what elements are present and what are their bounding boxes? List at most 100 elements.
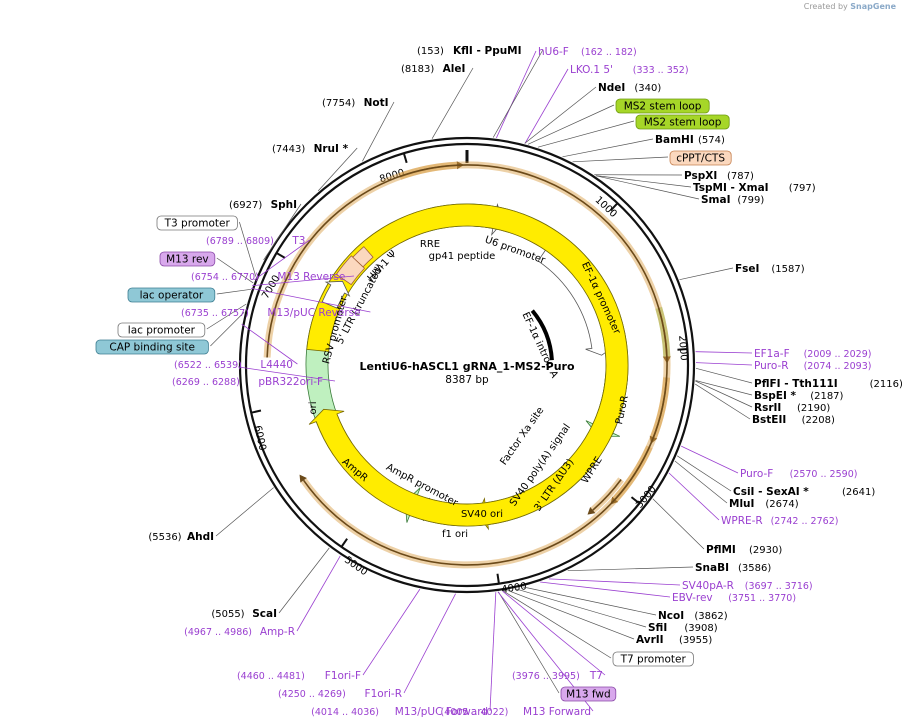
leader-line (296, 555, 341, 632)
feature-label-ori: ori (308, 401, 319, 414)
ef1a-intron-arc (530, 309, 554, 361)
ndei-position: (340) (634, 83, 661, 94)
m13revbox-badge (159, 251, 216, 267)
leader-line (524, 68, 569, 144)
site-f1orir: F1ori-R (4250 .. 4269) (278, 688, 402, 700)
puror-position: (2074 .. 2093) (804, 361, 872, 372)
hu6f-name: hU6-F (538, 46, 569, 58)
site-sfii: SfiI(3908) (648, 622, 718, 634)
alei-name: AleI (443, 63, 466, 75)
rsv-promoter-arrow (321, 280, 351, 309)
smai-name: SmaI (701, 194, 731, 206)
ampr-position: (4967 .. 4986) (184, 627, 252, 638)
leader-line (254, 239, 310, 281)
ahdi-name: AhdI (187, 531, 214, 543)
tick-label: 6000 (251, 424, 267, 451)
site-ms2b: MS2 stem loop (635, 114, 730, 130)
orf-arc-left-arrowhead (299, 474, 307, 483)
scai-name: ScaI (252, 608, 277, 620)
sphi-name: SphI (271, 199, 297, 211)
leader-line (679, 267, 734, 281)
m13rev-position: (6754 .. 6770) (191, 272, 259, 283)
leader-line (562, 138, 654, 158)
leader-line (515, 588, 647, 628)
feature-label-rre: RRE (420, 239, 440, 250)
t7prom-label: T7 promoter (620, 654, 687, 666)
snapgene-credit: Created by SnapGene (804, 2, 896, 11)
scai-position: (5055) (211, 609, 244, 620)
site-pbr: pBR322ori-F(6269 .. 6288) (172, 376, 323, 388)
bamhi-name: BamHI (655, 134, 694, 146)
snabi-position: (3586) (738, 563, 771, 574)
site-alei: AleI(8183) (401, 63, 465, 75)
hiv-psi-box (352, 246, 374, 268)
site-smai: SmaI (799) (701, 194, 764, 206)
site-noti: NotI(7754) (322, 97, 389, 109)
kfli-name: KflI - PpuMI (453, 45, 522, 57)
nrui-name: NruI * (314, 143, 349, 155)
leader-line (263, 203, 302, 261)
credit-prefix: Created by (803, 2, 848, 11)
m13fw2-position: (4005 .. 4022) (441, 707, 509, 718)
ms2b-badge (635, 114, 730, 130)
site-ef1af: EF1a-F(2009 .. 2029) (754, 348, 871, 360)
leader-line (595, 175, 700, 200)
site-t3prom: T3 promoter (156, 215, 238, 231)
label-leader-lines (206, 49, 753, 712)
tick-mark-4000 (496, 573, 500, 584)
cap-label: CAP binding site (109, 342, 195, 354)
ebvrev-position: (3751 .. 3770) (728, 593, 796, 604)
site-labels: hU6-F(162 .. 182)LKO.1 5'(333 .. 352)Nde… (95, 45, 902, 718)
f1orir-name: F1ori-R (365, 688, 402, 700)
site-pflfi: PflFI - Tth111I (2116) (754, 378, 902, 390)
m13rev-name: M13 Reverse (277, 271, 345, 283)
ori-arrow (306, 203, 629, 527)
site-csii: CsiI - SexAI *(2641) (733, 486, 875, 498)
m13puc-position: (4014 .. 4036) (311, 707, 379, 718)
sfii-position: (3908) (684, 623, 717, 634)
bsteii-name: BstEII (752, 414, 786, 426)
leader-line (362, 588, 421, 676)
f1orif-name: F1ori-F (325, 670, 361, 682)
pspxi-name: PspXI (684, 170, 717, 182)
sv40par-name: SV40pA-R (682, 580, 734, 592)
f1orir-position: (4250 .. 4269) (278, 689, 346, 700)
noti-name: NotI (364, 97, 389, 109)
leader-line (216, 257, 254, 284)
tick-label: 5000 (342, 555, 369, 579)
leader-line (206, 303, 247, 330)
lko-name: LKO.1 5' (570, 64, 613, 76)
f1orif-position: (4460 .. 4481) (237, 671, 305, 682)
ef1af-name: EF1a-F (754, 348, 790, 360)
leader-line (668, 472, 720, 521)
t7-name: T7 (589, 670, 603, 682)
purof-name: Puro-F (740, 468, 773, 480)
backbone-outer-ring (238, 136, 696, 594)
bspei-position: (2187) (810, 391, 843, 402)
leader-line (524, 86, 597, 144)
mlui-name: MluI (729, 498, 754, 510)
site-avrii: AvrII(3955) (636, 634, 712, 646)
site-kfli: KflI - PpuMI(153) (417, 45, 522, 57)
pflfi-name: PflFI - Tth111I (754, 378, 838, 390)
site-m13revbox: M13 rev (159, 251, 216, 267)
avrii-position: (3955) (679, 635, 712, 646)
leader-line (681, 445, 739, 474)
tick-mark-3000 (630, 496, 640, 505)
site-cap: CAP binding site (95, 339, 209, 355)
site-hu6f: hU6-F(162 .. 182) (538, 46, 637, 58)
leader-line (523, 586, 657, 616)
ndei-name: NdeI (598, 82, 625, 94)
leader-line (431, 67, 474, 139)
smai-position: (799) (737, 195, 764, 206)
m13fwd-badge (560, 686, 617, 702)
site-nrui: NruI *(7443) (272, 143, 349, 155)
pspxi-position: (787) (727, 171, 754, 182)
site-f1orif: F1ori-F (4460 .. 4481) (237, 670, 361, 682)
purof-position: (2570 .. 2590) (790, 469, 858, 480)
plasmid-size: 8387 bp (445, 374, 489, 386)
lacop-badge (127, 287, 216, 303)
feature-label-sv40ori: SV40 ori (461, 509, 503, 520)
pflfi-position: (2116) (870, 379, 902, 390)
m13fw2-name: M13 Forward (523, 706, 591, 718)
